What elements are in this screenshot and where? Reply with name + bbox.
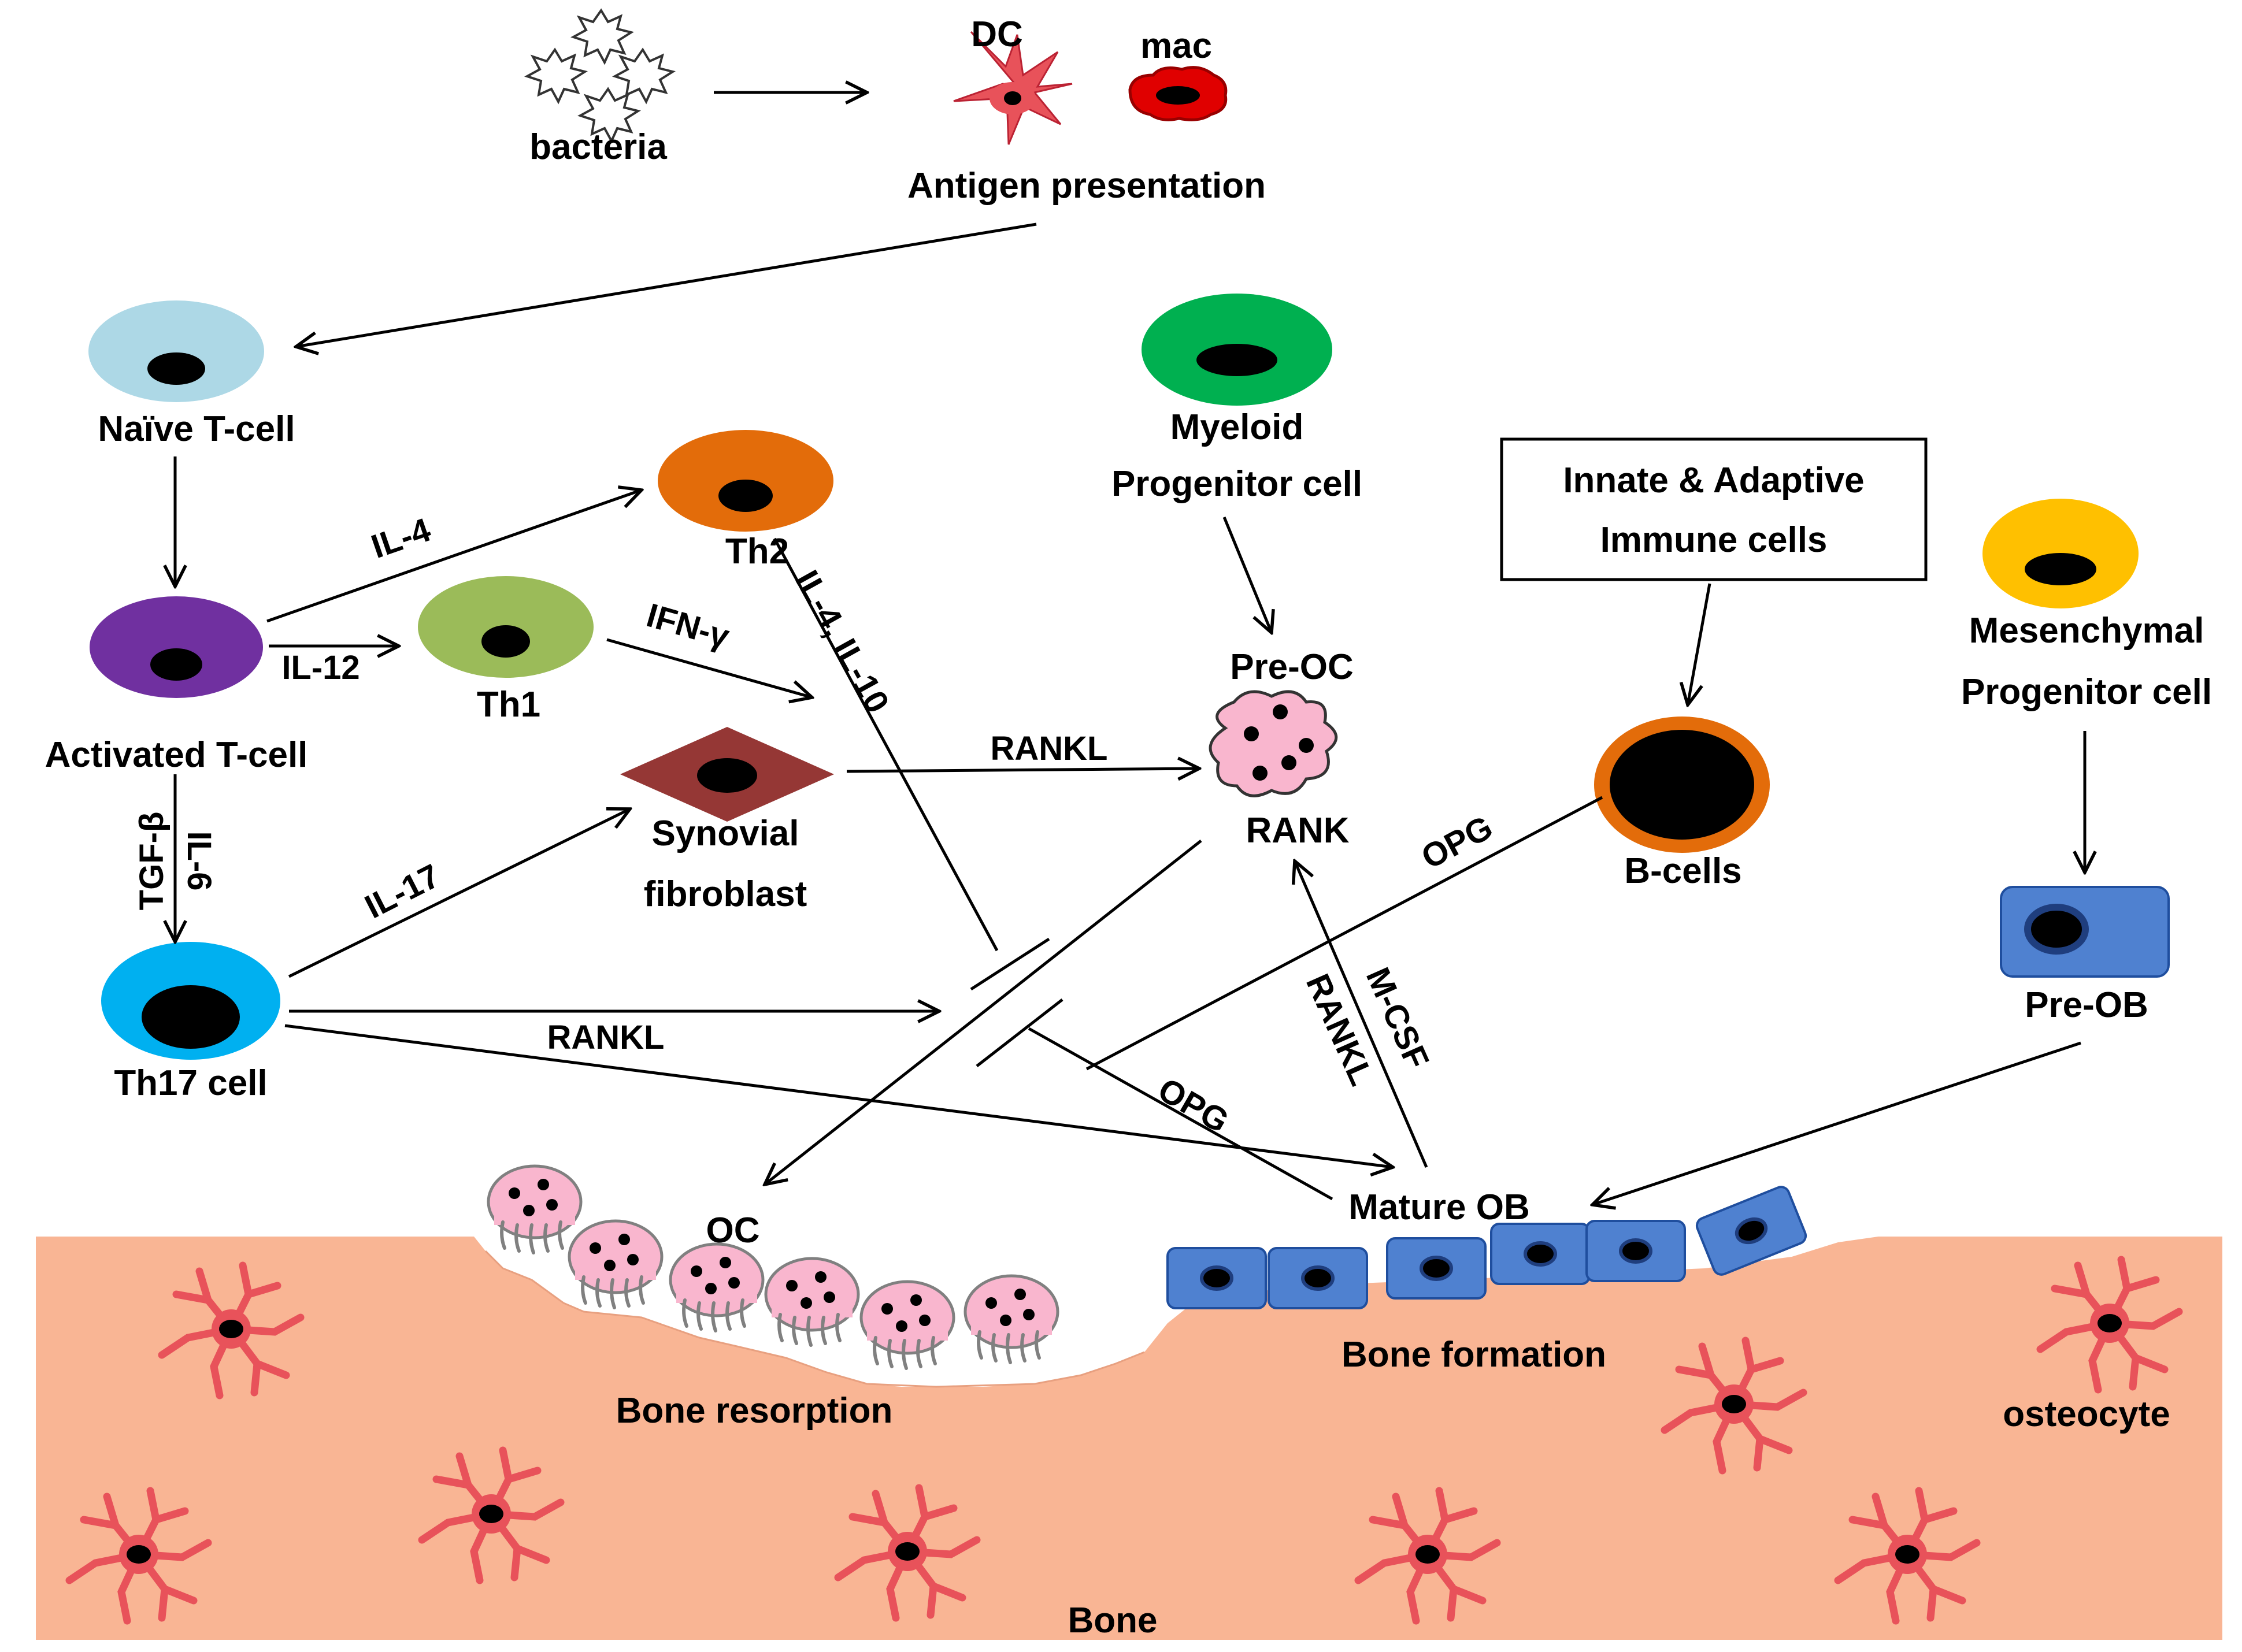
pre-oc-cell <box>1209 690 1338 797</box>
mesenchymal-label: Mesenchymal <box>1969 611 2204 651</box>
mature-ob-label: Mature OB <box>1348 1187 1529 1227</box>
myeloid-progenitor-label: Progenitor cell <box>1111 464 1362 504</box>
inhibit-bar-upper <box>970 937 1050 991</box>
edge-rankl-th17: RANKL <box>547 1019 665 1056</box>
pre-ob-label: Pre-OB <box>2025 985 2148 1025</box>
bacteria-icon <box>572 9 632 64</box>
arrow-innate-to-bcells <box>1688 583 1711 705</box>
bone-resorption-label: Bone resorption <box>616 1391 893 1431</box>
line-bcell-opg <box>1085 796 1603 1071</box>
osteoclast-icon <box>670 1244 763 1331</box>
edge-il6: IL-6 <box>180 831 218 890</box>
line-ob-opg <box>1028 1027 1333 1201</box>
macrophage-icon <box>1128 66 1228 121</box>
immune-cells-label: Immune cells <box>1600 520 1828 560</box>
mesenchymal-progenitor-cell <box>1982 499 2139 608</box>
th1-label: Th1 <box>477 685 540 725</box>
activated-t-cell-label: Activated T-cell <box>45 735 308 775</box>
bacteria-icon <box>614 49 674 103</box>
osteoclast-icon <box>766 1259 858 1345</box>
edge-rankl-synovial: RANKL <box>991 730 1108 767</box>
b-cells-label: B-cells <box>1624 851 1741 891</box>
naive-t-cell-label: Naïve T-cell <box>98 409 295 449</box>
arrow-th1-to-preoc <box>606 638 812 697</box>
inhibit-bar-lower <box>976 998 1063 1067</box>
arrow-th17-to-mature-ob <box>284 1024 1393 1167</box>
naive-t-cell <box>88 300 264 402</box>
osteoclast-icon <box>965 1276 1058 1363</box>
bone-area <box>36 1237 2222 1640</box>
edge-ifn-gamma: IFN-γ <box>643 596 734 656</box>
fibroblast-label: fibroblast <box>644 874 807 914</box>
arrow-myeloid-to-preoc <box>1222 517 1272 633</box>
osteocyte-label: osteocyte <box>2003 1394 2170 1434</box>
dendritic-cell-icon <box>953 31 1073 145</box>
osteoclast-icon <box>569 1221 662 1308</box>
synovial-label: Synovial <box>652 814 799 853</box>
rank-label: RANK <box>1246 811 1349 851</box>
th2-cell <box>658 430 833 532</box>
osteoblast-icon <box>1387 1238 1485 1298</box>
osteoblast-icon <box>1587 1221 1685 1281</box>
myeloid-progenitor-cell <box>1142 294 1332 406</box>
arrow-antigen-to-naive <box>296 222 1037 347</box>
mac-label: mac <box>1140 26 1212 66</box>
activated-t-cell <box>90 596 263 698</box>
osteoblast-icon <box>1269 1248 1367 1308</box>
arrow-preoc-to-oc <box>765 840 1202 1185</box>
edge-il17: IL-17 <box>359 857 446 926</box>
line-th2-il4-il10 <box>773 537 999 952</box>
oc-label: OC <box>706 1211 760 1250</box>
osteoblast-icon <box>1168 1248 1266 1308</box>
th17-cell <box>101 942 280 1060</box>
innate-adaptive-box <box>1500 437 1928 581</box>
synovial-fibroblast <box>620 727 834 822</box>
edge-opg-ob: OPG <box>1152 1071 1235 1141</box>
arrow-synovial-to-preoc <box>846 769 1199 771</box>
bacteria-icon <box>526 49 586 103</box>
myeloid-label: Myeloid <box>1170 407 1304 447</box>
dc-label: DC <box>971 14 1023 54</box>
arrow-th17-to-synovial <box>288 809 630 978</box>
arrow-preob-to-mature-ob <box>1592 1041 2081 1205</box>
th2-label: Th2 <box>725 532 789 571</box>
resorption-pit <box>484 1250 1145 1388</box>
th1-cell <box>418 576 594 678</box>
antigen-presentation-label: Antigen presentation <box>907 166 1266 206</box>
osteoblast-icon <box>1491 1224 1589 1284</box>
edge-il4: IL-4 <box>366 511 435 566</box>
osteoclast-icon <box>488 1166 581 1253</box>
pre-ob-cell <box>2000 886 2170 978</box>
osteoclast-icon <box>861 1282 954 1368</box>
edge-il12: IL-12 <box>281 649 360 686</box>
edge-opg-bcell: OPG <box>1415 808 1499 877</box>
mesenchymal-progenitor-label: Progenitor cell <box>1961 672 2212 712</box>
bone-label: Bone <box>1068 1601 1158 1640</box>
innate-adaptive-label: Innate & Adaptive <box>1563 461 1864 500</box>
bacteria-label: bacteria <box>529 127 667 167</box>
arrow-ob-to-rank <box>1295 861 1428 1168</box>
b-cell <box>1594 717 1770 853</box>
arrow-activated-to-th2 <box>266 490 642 623</box>
th17-label: Th17 cell <box>114 1063 267 1103</box>
edge-tgf-beta: TGF-β <box>133 812 171 911</box>
pre-oc-label: Pre-OC <box>1230 647 1354 687</box>
bone-formation-label: Bone formation <box>1342 1335 1606 1375</box>
